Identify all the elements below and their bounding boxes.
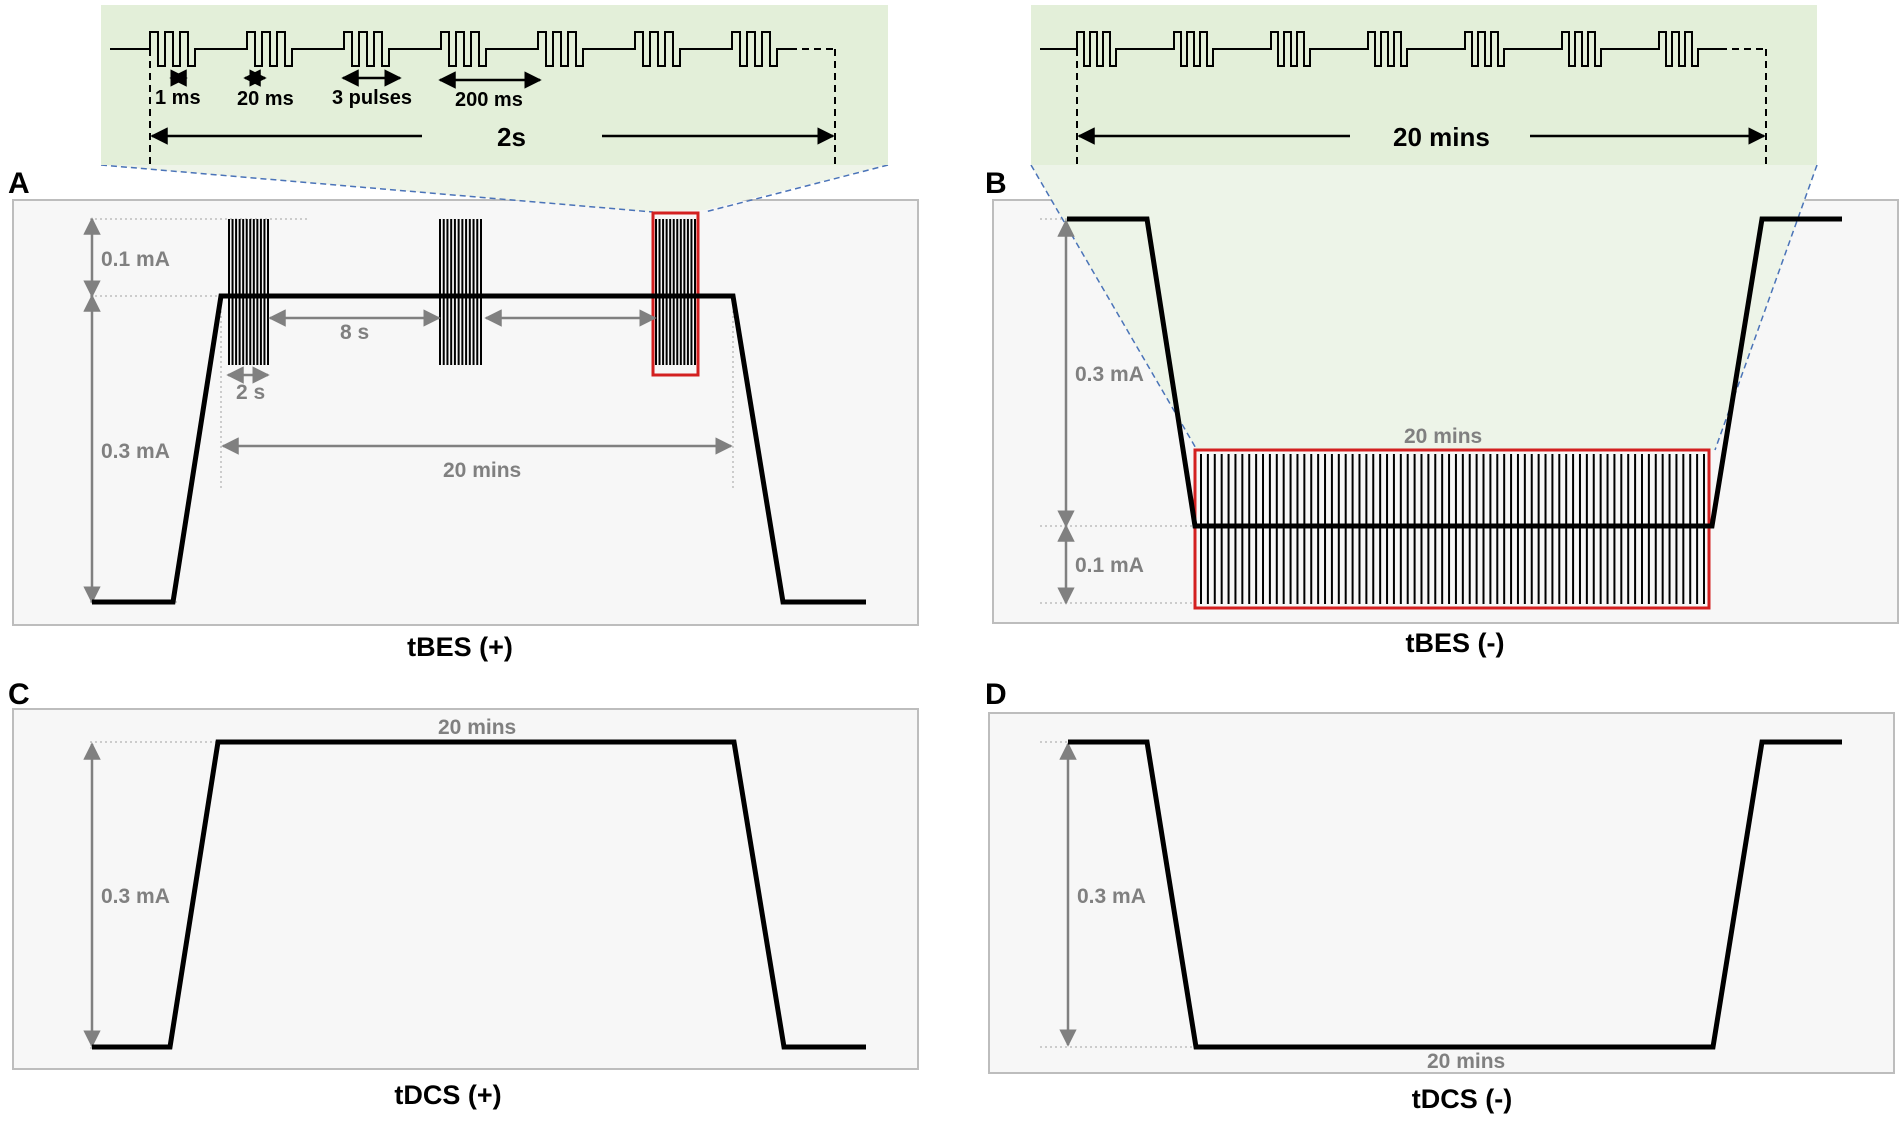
panel-a: A 1 ms 20 ms 3 pulses 200 ms 2s 0.1 mA 0… <box>8 5 919 662</box>
panel-c-letter: C <box>8 678 30 711</box>
panel-b-highlight-box <box>1193 448 1711 610</box>
pulse-width-label: 1 ms <box>155 87 201 109</box>
panel-b-caption: tBES (-) <box>1406 628 1505 658</box>
panel-a-zoom-connector-left <box>100 164 654 213</box>
panel-b-waveform <box>1067 216 1842 529</box>
burst-2 <box>439 219 482 365</box>
panel-b-zoom-pulse-train <box>1040 31 1720 67</box>
panel-a-waveform <box>92 293 866 605</box>
panel-d-letter: D <box>985 678 1007 711</box>
panel-c-duration-label: 20 mins <box>438 716 516 739</box>
panel-b: B 20 mins 0.3 mA 0.1 mA 20 mins tBES (-) <box>985 5 1899 658</box>
zoom-total-label: 2s <box>497 122 526 152</box>
panel-a-letter: A <box>8 167 30 200</box>
panel-b-amp-large-label: 0.3 mA <box>1075 363 1144 386</box>
panel-a-zoom-background <box>101 5 888 165</box>
pulses-label: 3 pulses <box>332 87 412 109</box>
panel-a-amp-large-label: 0.3 mA <box>101 440 170 463</box>
burst-3 <box>655 219 696 365</box>
panel-d-background <box>988 712 1895 1074</box>
panel-c-amp-label: 0.3 mA <box>101 885 170 908</box>
panel-a-caption: tBES (+) <box>407 632 513 662</box>
panel-c-waveform <box>92 739 866 1050</box>
panel-d: D 0.3 mA 20 mins tDCS (-) <box>985 678 1895 1114</box>
panel-c-caption: tDCS (+) <box>394 1080 501 1110</box>
panel-b-amp-small-label: 0.1 mA <box>1075 554 1144 577</box>
panel-a-duration-label: 20 mins <box>443 459 521 482</box>
panel-b-zoom-connector-left <box>1030 164 1198 451</box>
panel-b-letter: B <box>985 167 1007 200</box>
panel-c: C 0.3 mA 20 mins tDCS (+) <box>8 678 919 1110</box>
panel-a-amp-small-label: 0.1 mA <box>101 248 170 271</box>
panel-c-background <box>12 708 919 1070</box>
burst-period-label: 200 ms <box>455 89 523 111</box>
panel-b-zoom-total-label: 20 mins <box>1393 122 1490 152</box>
panel-b-zoom-funnel <box>1031 165 1817 450</box>
panel-a-zoom-pulse-train <box>110 31 790 67</box>
panel-a-zoom-connector-right <box>704 164 889 213</box>
panel-b-pulse-block <box>1200 454 1705 604</box>
burst-1 <box>228 219 269 365</box>
pulse-interval-label: 20 ms <box>237 88 294 110</box>
panel-d-waveform <box>1068 739 1842 1050</box>
panel-d-caption: tDCS (-) <box>1412 1084 1512 1114</box>
panel-a-burst-duration-label: 2 s <box>236 381 265 404</box>
panel-a-interval-label: 8 s <box>340 321 369 344</box>
panel-d-amp-label: 0.3 mA <box>1077 885 1146 908</box>
panel-b-duration-label: 20 mins <box>1404 425 1482 448</box>
panel-a-zoom-funnel <box>101 165 888 212</box>
panel-d-duration-label: 20 mins <box>1427 1050 1505 1073</box>
